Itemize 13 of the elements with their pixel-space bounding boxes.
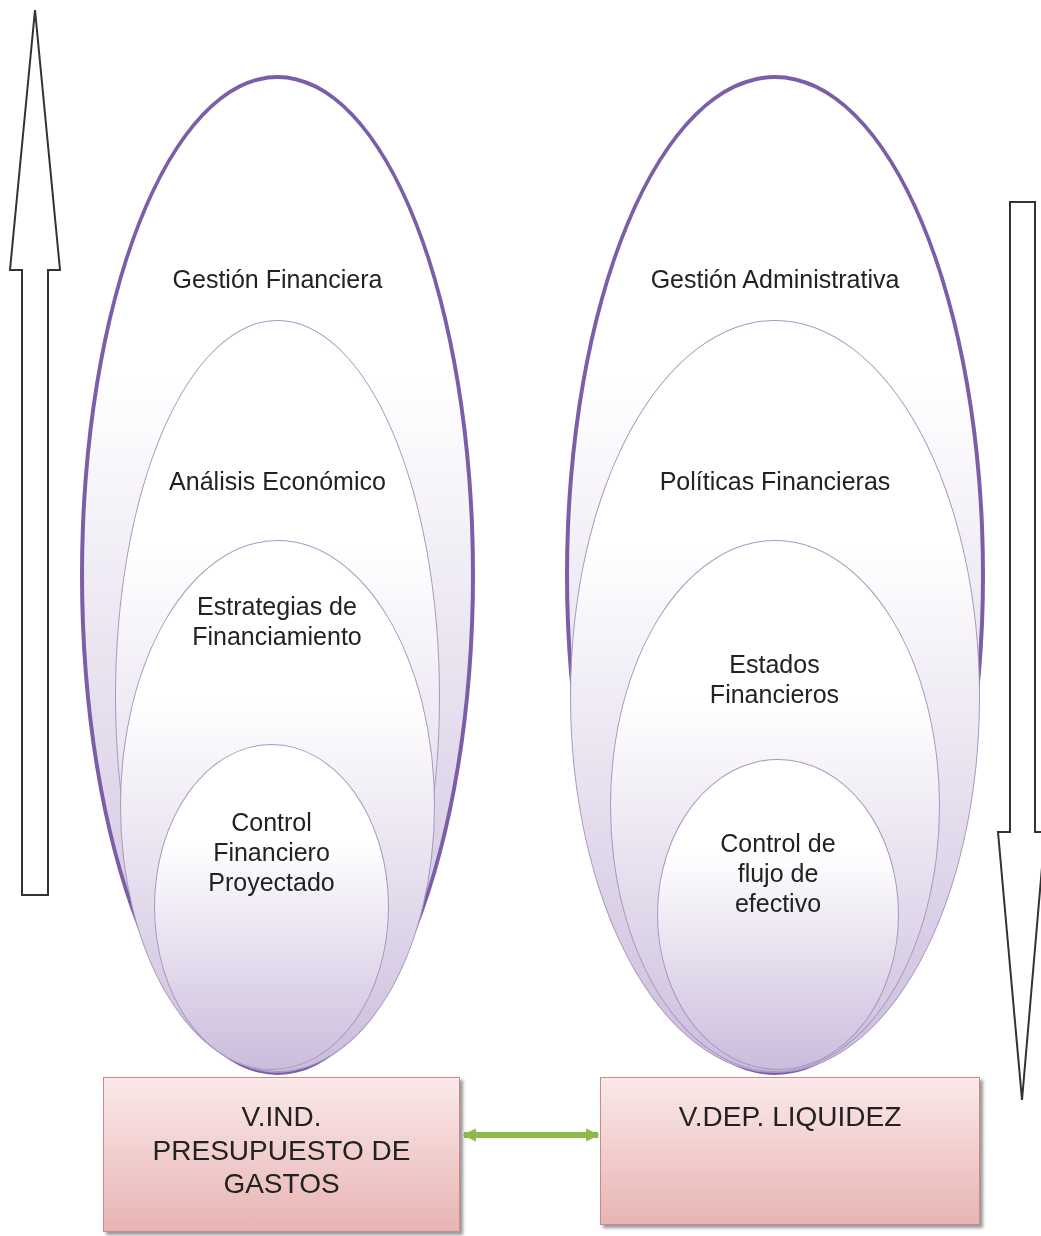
variable-box <box>103 1077 460 1232</box>
double-arrow <box>462 1128 600 1142</box>
oval-label: Estrategias de Financiamiento <box>191 590 363 651</box>
oval-label: Análisis Económico <box>168 466 387 496</box>
oval-label: Gestión Financiera <box>171 264 384 294</box>
oval-label: Estados Financieros <box>708 648 841 709</box>
oval-label: Políticas Financieras <box>658 466 892 496</box>
oval-label: Control de flujo de efectivo <box>719 828 837 918</box>
oval-label: Gestión Administrativa <box>649 264 901 294</box>
oval-label: Control Financiero Proyectado <box>207 807 336 897</box>
variable-box <box>600 1077 980 1225</box>
box-label: V.DEP. LIQUIDEZ <box>677 1100 903 1134</box>
box-label: V.IND. PRESUPUESTO DE GASTOS <box>151 1100 412 1201</box>
